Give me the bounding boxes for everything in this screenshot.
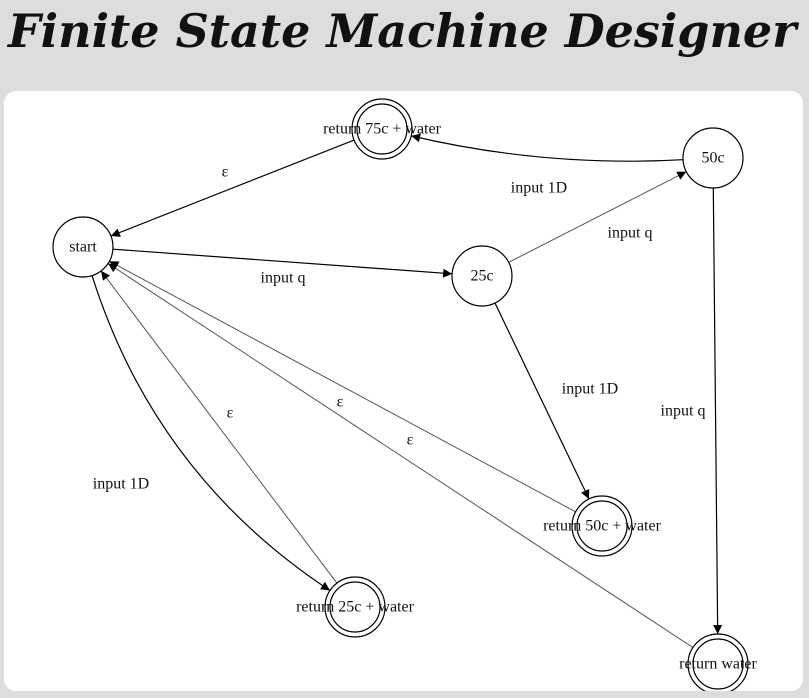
app-title: Finite State Machine Designer bbox=[8, 4, 797, 58]
transition-t-25c-r50[interactable] bbox=[494, 302, 590, 500]
fsm-diagram[interactable]: input q input q input 1D ε input 1D input q in… bbox=[4, 91, 803, 691]
state-label: return 25c + water bbox=[296, 599, 415, 616]
state-circle bbox=[324, 576, 386, 638]
state-label: 25c bbox=[470, 268, 493, 285]
fsm-canvas[interactable]: input q input q input 1D ε input 1D input q in… bbox=[4, 91, 803, 691]
state-circle bbox=[351, 98, 413, 160]
transition-label: input q bbox=[661, 403, 706, 420]
accepting-ring bbox=[692, 638, 744, 690]
state-circle bbox=[451, 245, 513, 307]
transition-label: input 1D bbox=[93, 476, 149, 493]
accepting-ring bbox=[356, 103, 408, 155]
state-node-r50[interactable]: return 50c + water bbox=[543, 495, 662, 557]
transition-t-r25-start[interactable] bbox=[100, 270, 338, 584]
transition-t-r75-start[interactable] bbox=[110, 139, 355, 237]
state-circle bbox=[687, 633, 749, 691]
state-circle bbox=[682, 127, 744, 189]
transition-t-50c-r75[interactable] bbox=[411, 133, 684, 162]
state-label: return water bbox=[679, 656, 757, 673]
accepting-ring bbox=[329, 581, 381, 633]
transition-label: ε bbox=[227, 405, 234, 422]
transition-t-start-r25[interactable] bbox=[91, 275, 331, 591]
state-node-s25[interactable]: 25c bbox=[451, 245, 513, 307]
state-node-r25[interactable]: return 25c + water bbox=[296, 576, 415, 638]
transition-t-r50-start[interactable] bbox=[109, 260, 576, 513]
state-circle bbox=[52, 216, 114, 278]
transition-t-25c-50c[interactable] bbox=[508, 171, 687, 263]
transition-label: input 1D bbox=[562, 381, 618, 398]
transition-label: input 1D bbox=[511, 180, 567, 197]
state-circle bbox=[571, 495, 633, 557]
state-label: 50c bbox=[701, 150, 724, 167]
state-node-r75[interactable]: return 75c + water bbox=[323, 98, 442, 160]
transition-label: ε bbox=[222, 164, 229, 181]
state-node-s50[interactable]: 50c bbox=[682, 127, 744, 189]
state-label: start bbox=[69, 239, 97, 256]
transition-label: input q bbox=[261, 270, 306, 287]
state-node-start[interactable]: start bbox=[52, 216, 114, 278]
state-label: return 50c + water bbox=[543, 518, 662, 535]
transition-t-start-25c[interactable] bbox=[112, 248, 453, 278]
transition-label: ε bbox=[337, 394, 344, 411]
accepting-ring bbox=[576, 500, 628, 552]
transition-t-rw-start[interactable] bbox=[107, 263, 694, 648]
transition-t-50c-rw[interactable] bbox=[712, 187, 723, 635]
state-node-rw[interactable]: return water bbox=[679, 633, 758, 691]
state-label: return 75c + water bbox=[323, 121, 442, 138]
transition-label: ε bbox=[407, 432, 414, 449]
transition-label: input q bbox=[608, 225, 653, 242]
